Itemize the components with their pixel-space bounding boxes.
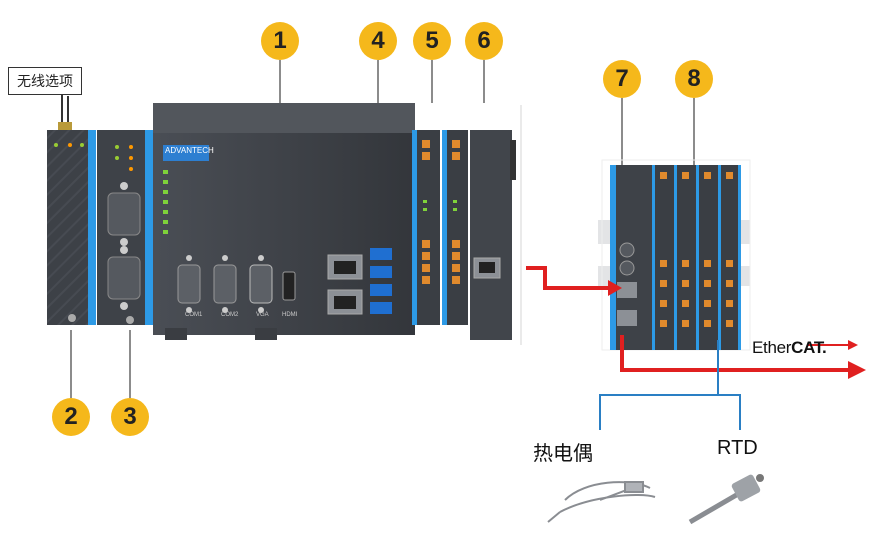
badge-1: 1 xyxy=(261,22,299,60)
ethercat-logo-arrow-icon xyxy=(848,340,858,350)
sensor-wires xyxy=(599,340,741,430)
port-label-vga: VGA xyxy=(256,312,269,318)
port-label-hdmi: HDMI xyxy=(282,312,298,318)
ethercat-signal-arrows xyxy=(526,266,850,372)
arrow-in-icon xyxy=(608,280,622,296)
wireless-module xyxy=(47,130,96,325)
badge-2: 2 xyxy=(52,398,90,436)
port-label-com2: COM2 xyxy=(221,312,239,318)
ethercat-logo-prefix: Ether xyxy=(752,338,792,357)
ethercat-coupler xyxy=(610,165,652,350)
rtd-label: RTD xyxy=(717,437,758,459)
port-label-com1: COM1 xyxy=(185,312,203,318)
ethercat-logo-suffix: CAT. xyxy=(791,338,827,357)
ethercat-logo: EtherCAT. xyxy=(752,338,827,358)
controller-body xyxy=(153,103,415,340)
io-modules-4-5 xyxy=(412,130,468,325)
badge-8: 8 xyxy=(675,60,713,98)
wireless-antenna-icon xyxy=(58,94,72,132)
ethercat-master-module xyxy=(470,130,516,340)
wireless-option-callout: 无线选项 xyxy=(8,67,82,95)
badge-5: 5 xyxy=(413,22,451,60)
badge-6: 6 xyxy=(465,22,503,60)
controller-brand-label: ADVANTECH xyxy=(165,146,214,155)
badge-3: 3 xyxy=(111,398,149,436)
slice-io-modules xyxy=(652,165,741,350)
rtd-probe-icon xyxy=(688,474,764,525)
arrow-out-icon xyxy=(848,361,866,379)
thermocouple-label: 热电偶 xyxy=(533,441,593,465)
leader-lines xyxy=(70,60,695,398)
com-module xyxy=(97,130,153,325)
badge-7: 7 xyxy=(603,60,641,98)
badge-4: 4 xyxy=(359,22,397,60)
thermocouple-probe-icon xyxy=(547,481,656,523)
